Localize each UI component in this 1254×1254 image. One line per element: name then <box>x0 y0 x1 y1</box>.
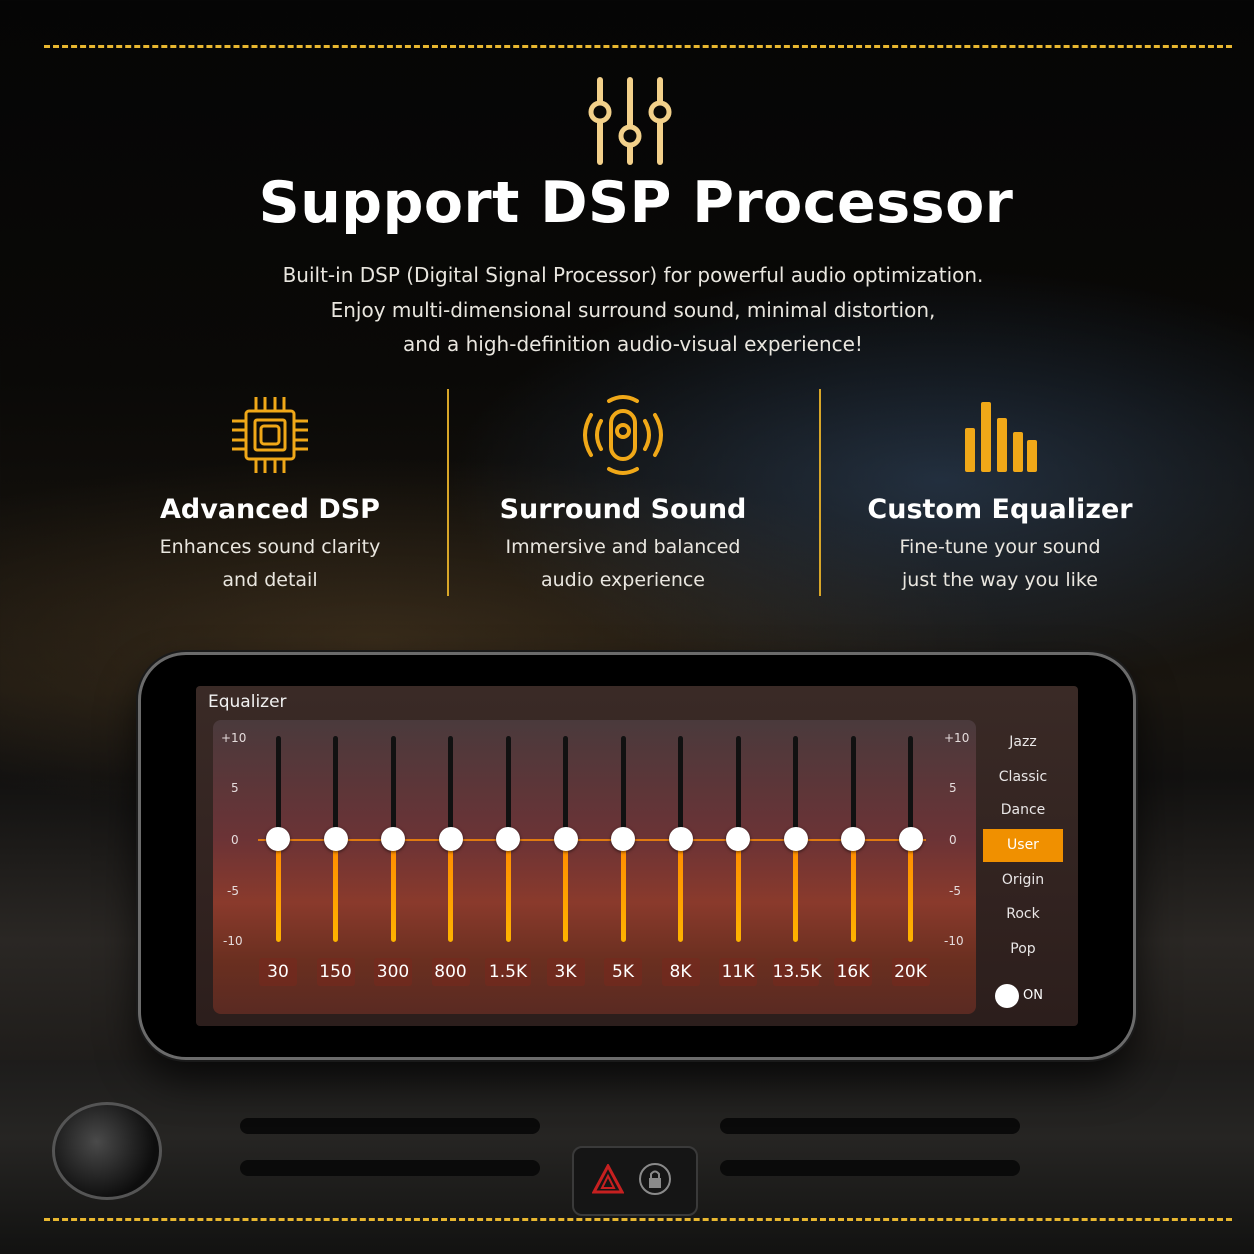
subtitle-line: and a high-definition audio-visual exper… <box>403 332 863 356</box>
band-level-fill <box>793 839 798 942</box>
feature-custom-equalizer: Custom Equalizer Fine-tune your sound ju… <box>830 390 1170 597</box>
feature-desc-line: just the way you like <box>902 569 1098 591</box>
band-slider-knob[interactable] <box>726 827 750 851</box>
feature-desc-line: Enhances sound clarity <box>159 536 381 558</box>
air-vent <box>240 1160 540 1176</box>
band-frequency-label: 13.5K <box>772 958 822 986</box>
band-slider-knob[interactable] <box>841 827 865 851</box>
scale-label-left: 0 <box>231 833 239 847</box>
band-frequency-label: 5K <box>604 958 642 986</box>
scale-label-right: 5 <box>949 781 957 795</box>
feature-surround-sound: Surround Sound Immersive and balanced au… <box>453 390 793 597</box>
band-slider-knob[interactable] <box>783 827 808 851</box>
band-level-fill <box>448 839 453 942</box>
feature-title: Custom Equalizer <box>867 494 1133 525</box>
feature-desc-line: audio experience <box>541 569 705 591</box>
air-vent <box>720 1160 1020 1176</box>
band-slider-knob[interactable] <box>611 827 635 851</box>
feature-title: Surround Sound <box>499 494 747 525</box>
hazard-icon[interactable] <box>592 1164 624 1194</box>
scale-label-right: 0 <box>949 833 957 847</box>
page-title: Support DSP Processor <box>258 170 1014 236</box>
feature-desc: Fine-tune your sound just the way you li… <box>830 531 1170 597</box>
air-vent <box>720 1118 1020 1134</box>
lock-icon[interactable] <box>638 1162 672 1196</box>
subtitle-line: Enjoy multi-dimensional surround sound, … <box>330 297 936 322</box>
band-frequency-label: 1.5K <box>485 958 531 986</box>
surround-sound-icon <box>583 395 663 475</box>
preset-dance[interactable]: Dance <box>1000 802 1046 818</box>
feature-desc-line: and detail <box>222 569 318 591</box>
band-frequency-label: 11K <box>719 958 757 986</box>
band-frequency-label: 16K <box>834 958 872 986</box>
preset-user[interactable]: User <box>983 829 1063 862</box>
feature-title: Advanced DSP <box>160 494 380 525</box>
zero-gain-line <box>258 839 926 841</box>
feature-desc: Immersive and balanced audio experience <box>453 531 793 597</box>
control-knob[interactable] <box>52 1102 162 1200</box>
band-level-fill <box>563 839 568 942</box>
band-frequency-label: 3K <box>546 958 585 986</box>
band-frequency-label: 8K <box>661 958 700 986</box>
feature-advanced-dsp: Advanced DSP Enhances sound clarity and … <box>100 390 440 597</box>
band-level-fill <box>620 839 626 942</box>
eq-toggle-label: ON <box>1023 988 1043 1003</box>
feature-desc-line: Fine-tune your sound <box>899 536 1101 558</box>
band-level-fill <box>275 839 281 942</box>
band-frequency-label: 20K <box>891 958 930 986</box>
preset-origin[interactable]: Origin <box>1001 872 1045 888</box>
top-dashed-divider <box>44 45 1232 48</box>
band-slider-knob[interactable] <box>381 827 405 851</box>
equalizer-bars-icon <box>965 402 1037 472</box>
feature-desc-line: Immersive and balanced <box>505 536 741 558</box>
scale-label-left: +10 <box>221 731 247 745</box>
preset-jazz[interactable]: Jazz <box>1009 734 1037 750</box>
band-level-fill <box>678 839 683 942</box>
preset-pop[interactable]: Pop <box>1010 941 1036 957</box>
band-level-fill <box>850 839 856 942</box>
band-frequency-label: 150 <box>316 958 355 986</box>
band-slider-knob[interactable] <box>898 827 923 851</box>
preset-classic[interactable]: Classic <box>998 769 1048 785</box>
scale-label-left: 5 <box>231 781 239 795</box>
equalizer-title: Equalizer <box>208 692 287 712</box>
band-slider-knob[interactable] <box>553 827 578 851</box>
feature-desc: Enhances sound clarity and detail <box>100 531 440 597</box>
scale-label-left: -5 <box>227 884 239 898</box>
air-vent <box>240 1118 540 1134</box>
bottom-dashed-divider <box>44 1218 1232 1221</box>
scale-label-right: -10 <box>944 934 964 948</box>
scale-label-right: +10 <box>944 731 970 745</box>
hazard-button-panel[interactable] <box>572 1146 698 1216</box>
band-level-fill <box>333 839 338 942</box>
band-slider-knob[interactable] <box>668 827 693 851</box>
band-level-fill <box>390 839 396 942</box>
band-slider-knob[interactable] <box>266 827 290 851</box>
band-level-fill <box>908 839 913 942</box>
chip-icon <box>232 397 308 473</box>
band-slider-knob[interactable] <box>323 827 348 851</box>
band-frequency-label: 800 <box>431 958 470 986</box>
band-frequency-label: 30 <box>259 958 297 986</box>
subtitle-line: Built-in DSP (Digital Signal Processor) … <box>282 263 984 287</box>
band-slider-knob[interactable] <box>496 827 520 851</box>
scale-label-left: -10 <box>223 934 243 948</box>
feature-divider <box>447 389 449 596</box>
sliders-icon <box>588 77 672 165</box>
preset-rock[interactable]: Rock <box>1006 906 1040 922</box>
band-slider-knob[interactable] <box>438 827 463 851</box>
eq-power-toggle[interactable] <box>995 984 1019 1008</box>
band-level-fill <box>735 839 741 942</box>
feature-divider <box>819 389 821 596</box>
page-subtitle: Built-in DSP (Digital Signal Processor) … <box>0 258 1254 362</box>
band-frequency-label: 300 <box>374 958 412 986</box>
band-level-fill <box>505 839 511 942</box>
scale-label-right: -5 <box>949 884 961 898</box>
